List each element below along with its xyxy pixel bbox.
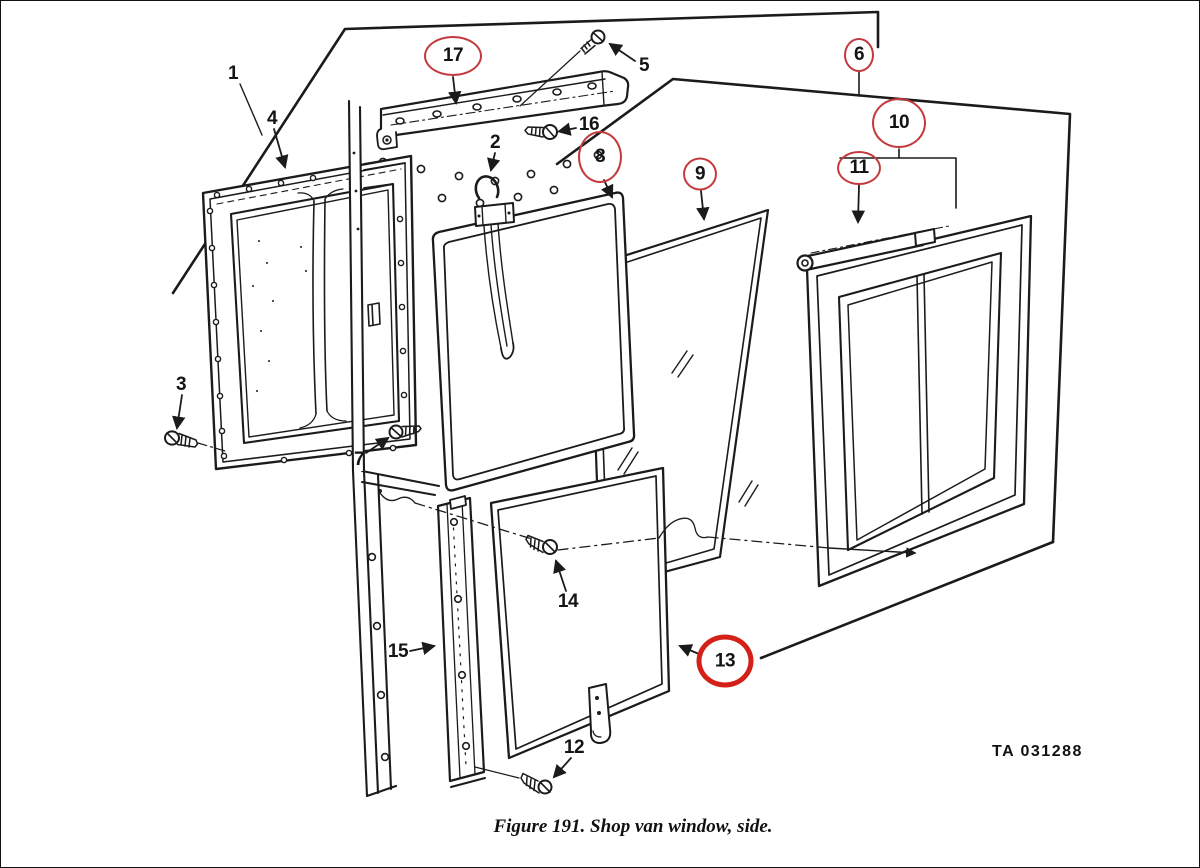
screw-12 <box>474 766 553 795</box>
callout-5: 5 <box>638 55 650 76</box>
roller-end-cap <box>796 254 814 272</box>
callout-3: 3 <box>175 374 187 395</box>
screw-16 <box>524 124 558 140</box>
glass-speckle <box>252 240 307 392</box>
leader-lines <box>172 42 957 779</box>
window-assembly-11 <box>796 214 1033 588</box>
seal-frame-8 <box>431 191 636 492</box>
callout-16: 16 <box>578 114 600 135</box>
screw-3 <box>164 430 226 452</box>
screw-5 <box>519 29 606 107</box>
latch <box>367 302 381 327</box>
post-holes <box>367 552 390 762</box>
retainer-strip-17 <box>376 70 630 151</box>
callout-2: 2 <box>489 132 501 153</box>
screw-14 <box>525 534 558 555</box>
callout-17: 17 <box>424 36 482 76</box>
callout-10: 10 <box>872 98 926 148</box>
callout-14: 14 <box>557 591 579 612</box>
screw-7 <box>378 424 422 504</box>
callout-1: 1 <box>227 63 239 84</box>
window-frame-4 <box>201 154 418 471</box>
callout-6: 6 <box>844 38 874 72</box>
wall-panel-6 <box>555 77 1072 660</box>
panel-edge-band <box>347 99 412 473</box>
callout-7: 7 <box>353 449 365 470</box>
roller-knuckle <box>914 228 936 247</box>
callout-15: 15 <box>387 641 409 662</box>
ta-reference-code: TA 031288 <box>992 743 1083 760</box>
callout-12: 12 <box>563 737 585 758</box>
assembly-centerline <box>414 502 917 558</box>
pull-strap-2 <box>474 175 515 360</box>
figure-caption: Figure 191. Shop van window, side. <box>493 816 773 837</box>
callout-4: 4 <box>266 108 278 129</box>
callout-9: 9 <box>683 157 717 191</box>
callout-11: 11 <box>837 151 881 185</box>
callout-13: 13 <box>696 634 754 688</box>
frame-rivets <box>206 174 408 464</box>
channel-track-15 <box>436 495 486 788</box>
callout-8: 8 <box>578 131 622 183</box>
glass-pane-13 <box>489 447 671 760</box>
